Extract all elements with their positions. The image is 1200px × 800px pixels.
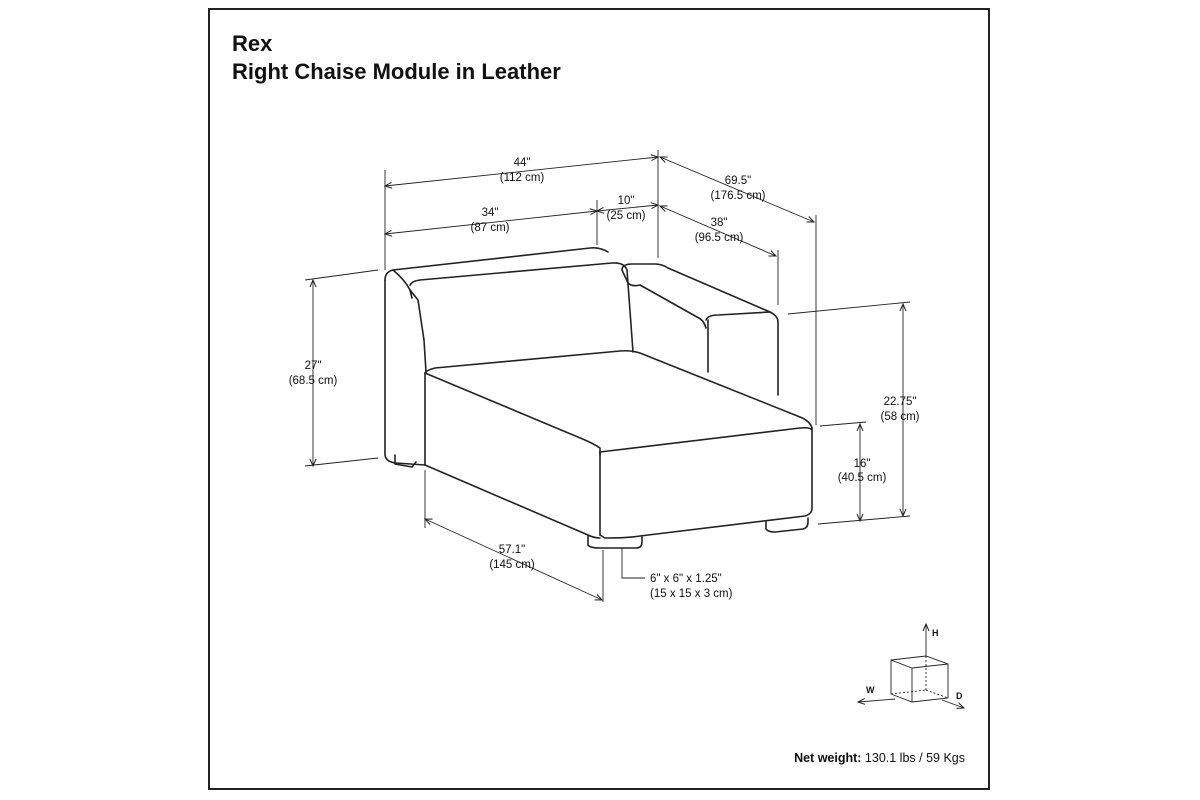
chaise-length-cm: (145 cm): [489, 559, 535, 571]
leg-size-in: 6" x 6" x 1.25": [650, 573, 722, 585]
seat-width-cm: (87 cm): [471, 222, 510, 234]
chaise-sofa-outline: [384, 247, 813, 549]
arm-width-in: 10": [618, 195, 635, 207]
overall-width-cm: (112 cm): [500, 172, 545, 184]
arm-height-cm: (58 cm): [881, 411, 920, 423]
axis-legend: [858, 624, 964, 708]
arm-depth-cm: (96.5 cm): [695, 232, 744, 244]
overall-depth-in: 69.5": [725, 175, 751, 187]
overall-height-cm: (68.5 cm): [289, 375, 338, 387]
overall-height-in: 27": [305, 360, 322, 372]
axis-label-h: H: [932, 628, 939, 638]
arm-width-cm: (25 cm): [607, 210, 646, 222]
overall-depth-cm: (176.5 cm): [711, 190, 766, 202]
drawing-frame: [208, 8, 990, 790]
net-weight-value: 130.1 lbs / 59 Kgs: [864, 751, 965, 765]
seat-width-in: 34": [482, 207, 499, 219]
arm-height-in: 22.75": [884, 396, 917, 408]
net-weight: Net weight: 130.1 lbs / 59 Kgs: [794, 751, 965, 765]
chaise-length-in: 57.1": [499, 544, 525, 556]
dimension-labels: 44" (112 cm) 34" (87 cm) 10" (25 cm) 69.…: [289, 157, 920, 600]
product-variant: Right Chaise Module in Leather: [232, 59, 561, 84]
arm-depth-in: 38": [711, 217, 728, 229]
seat-height-cm: (40.5 cm): [838, 472, 887, 484]
seat-height-in: 16": [854, 458, 871, 470]
leg-size-cm: (15 x 15 x 3 cm): [650, 588, 733, 600]
product-name: Rex: [232, 31, 273, 56]
dimension-lines: [304, 150, 911, 602]
axis-label-w: W: [866, 685, 875, 695]
net-weight-label: Net weight:: [794, 751, 862, 765]
axis-label-d: D: [956, 691, 963, 701]
overall-width-in: 44": [514, 157, 531, 169]
